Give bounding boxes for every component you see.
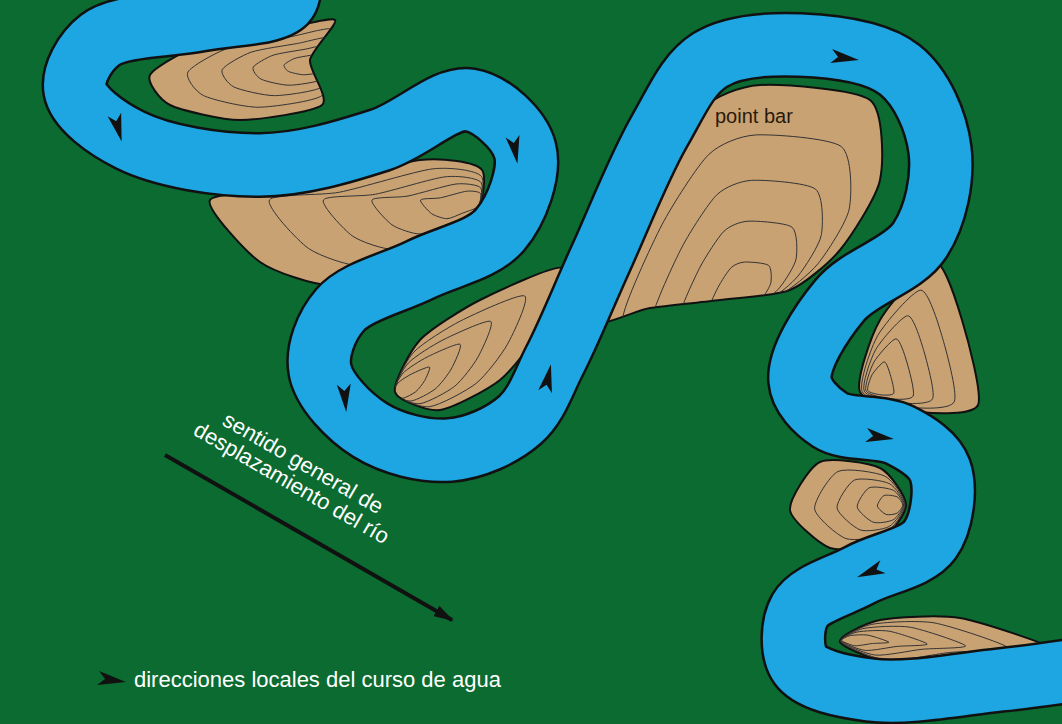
accretion-line: [841, 631, 927, 651]
flow-arrow: [97, 671, 127, 689]
flow-arrow: [108, 113, 129, 144]
accretion-line: [394, 321, 492, 404]
river-bank: [75, 0, 1062, 691]
accretion-line: [680, 221, 797, 317]
flow-arrow: [538, 363, 558, 393]
flow-arrow: [830, 49, 860, 67]
accretion-line: [864, 316, 933, 404]
accretion-line: [841, 626, 966, 655]
accretion-line: [868, 362, 894, 395]
accretion-line: [253, 45, 327, 85]
river-channel: [75, 0, 1062, 691]
bar-label: point bar: [715, 106, 793, 127]
accretion-line: [866, 339, 914, 400]
accretion-line: [837, 479, 904, 531]
accretion-line: [393, 344, 460, 401]
legend-text: direcciones locales del curso de agua: [134, 667, 501, 693]
accretion-line: [877, 495, 903, 515]
flow-arrows: [97, 49, 895, 689]
flow-arrow: [337, 383, 353, 412]
flow-arrow: [854, 560, 885, 583]
flow-arrow: [506, 135, 525, 165]
accretion-line: [707, 262, 771, 315]
accretion-line: [857, 487, 903, 523]
accretion-line: [653, 180, 822, 319]
flow-arrow: [865, 428, 895, 446]
accretion-line: [284, 53, 325, 75]
accretion-line: [842, 635, 889, 646]
accretion-line: [393, 367, 430, 398]
river-water: [75, 0, 1062, 691]
